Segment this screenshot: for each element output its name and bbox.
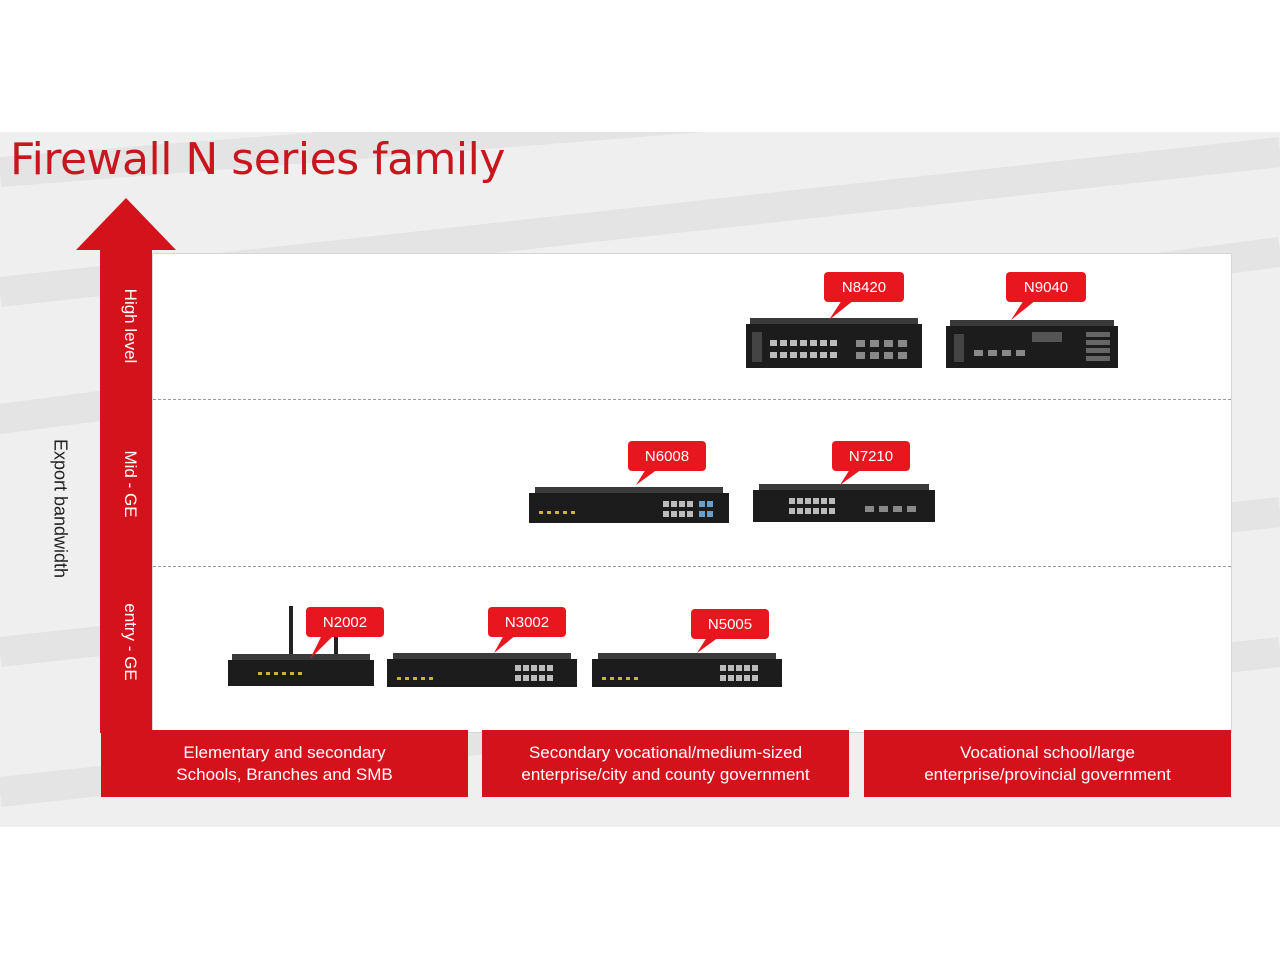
model-label: N8420 xyxy=(824,272,904,302)
segment-line: Vocational school/large xyxy=(960,742,1135,762)
tier-label-mid: Mid - GE xyxy=(121,450,140,518)
segment-line: Elementary and secondary xyxy=(183,742,386,762)
device-image-n9040 xyxy=(946,320,1118,368)
tier-label-entry: entry - GE xyxy=(121,603,140,681)
device-image-n3002 xyxy=(387,653,577,687)
tier-divider xyxy=(153,399,1231,400)
slide: Firewall N series family High level Mid … xyxy=(0,132,1280,827)
callout-pointer-icon xyxy=(636,469,658,485)
device-image-n8420 xyxy=(746,318,922,368)
segment-line: enterprise/city and county government xyxy=(521,764,810,784)
model-label: N9040 xyxy=(1006,272,1086,302)
segment-line: enterprise/provincial government xyxy=(924,764,1171,784)
segment-line: Schools, Branches and SMB xyxy=(176,764,393,784)
model-label: N3002 xyxy=(488,607,566,637)
page-title: Firewall N series family xyxy=(10,134,505,185)
device-image-n2002 xyxy=(228,606,374,686)
callout-pointer-icon xyxy=(494,635,516,653)
callout-pointer-icon xyxy=(697,637,719,653)
model-label: N6008 xyxy=(628,441,706,471)
segment-band: Secondary vocational/medium-sized enterp… xyxy=(482,730,849,797)
axis-label: Export bandwidth xyxy=(50,438,71,579)
model-label: N2002 xyxy=(306,607,384,637)
callout-pointer-icon xyxy=(310,635,334,659)
tier-label-high: High level xyxy=(121,288,140,364)
model-label: N7210 xyxy=(832,441,910,471)
segment-band: Elementary and secondary Schools, Branch… xyxy=(101,730,468,797)
device-image-n5005 xyxy=(592,653,782,687)
arrow-up-icon xyxy=(76,198,176,733)
callout-pointer-icon xyxy=(1011,300,1036,320)
segment-line: Secondary vocational/medium-sized xyxy=(528,742,803,762)
device-image-n7210 xyxy=(753,484,935,522)
model-label: N5005 xyxy=(691,609,769,639)
callout-pointer-icon xyxy=(829,300,854,320)
device-image-n6008 xyxy=(529,487,729,523)
callout-pointer-icon xyxy=(840,469,862,485)
tier-divider xyxy=(153,566,1231,567)
segment-band: Vocational school/large enterprise/provi… xyxy=(864,730,1231,797)
